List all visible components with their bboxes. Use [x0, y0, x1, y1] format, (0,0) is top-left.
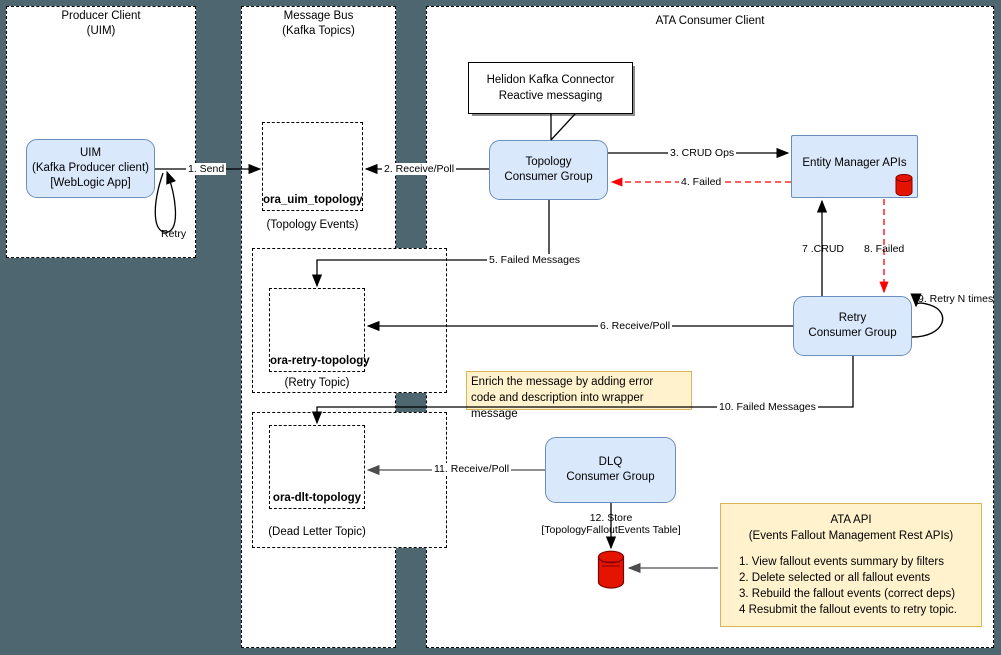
node-retry-consumer-group[interactable]: Retry Consumer Group: [793, 296, 912, 356]
ata-api-item-4: 4 Resubmit the fallout events to retry t…: [739, 604, 957, 616]
node-retry-consumer-line2: Consumer Group: [808, 327, 897, 339]
edge-label-2-receive-poll: 2. Receive/Poll: [382, 163, 457, 175]
node-dlq-consumer-line2: Consumer Group: [566, 471, 655, 483]
topic-label-ora-dlt-topology: ora-dlt-topology: [272, 492, 362, 504]
note-helidon-line1: Helidon Kafka Connector: [486, 74, 615, 86]
edge-label-10-failed-messages: 10. Failed Messages: [717, 401, 818, 413]
node-entity-manager-label: Entity Manager APIs: [802, 157, 907, 169]
edge-label-11-receive-poll: 11. Receive/Poll: [432, 463, 512, 475]
edge-label-7-crud: 7 .CRUD: [802, 243, 845, 255]
topic-subtitle-ora-uim-topology: (Topology Events): [266, 219, 359, 231]
edge-label-1-send: 1. Send: [186, 163, 227, 175]
node-dlq-consumer-line1: DLQ: [598, 456, 623, 468]
note-helidon-line2: Reactive messaging: [498, 90, 603, 102]
node-topology-consumer-group[interactable]: Topology Consumer Group: [489, 140, 608, 200]
database-icon-fallout-events: [597, 550, 625, 589]
note-enrich-line3: message: [471, 408, 518, 420]
lane-ata-consumer-client-title: ATA Consumer Client: [426, 14, 994, 29]
topic-box-ora-retry-topology: ora-retry-topology: [269, 288, 370, 372]
edge-label-12-store-line2: [TopologyFalloutEvents Table]: [541, 524, 681, 536]
node-retry-consumer-line1: Retry: [838, 312, 867, 324]
note-ata-api: ATA API (Events Fallout Management Rest …: [720, 503, 982, 627]
node-uim-line3: [WebLogic App]: [50, 177, 131, 189]
node-topology-consumer-line1: Topology: [525, 156, 572, 168]
node-topology-consumer-line2: Consumer Group: [504, 171, 593, 183]
ata-api-item-3: 3. Rebuild the fallout events (correct d…: [739, 588, 956, 600]
edge-label-12-store: 12. Store [TopologyFalloutEvents Table]: [517, 512, 705, 536]
edge-label-retry-loop: Retry: [161, 228, 187, 240]
topic-subtitle-ora-retry-topology: (Retry Topic): [284, 377, 350, 389]
node-uim[interactable]: UIM (Kafka Producer client) [WebLogic Ap…: [26, 139, 155, 198]
database-icon-entity-manager: [895, 174, 913, 196]
lane-message-bus-title-line2: (Kafka Topics): [282, 25, 355, 37]
edge-label-9-retry-n-times: 9. Retry N times: [918, 293, 994, 305]
node-dlq-consumer-group[interactable]: DLQ Consumer Group: [545, 437, 676, 503]
lane-ata-consumer-client-title-line1: ATA Consumer Client: [655, 15, 765, 27]
edge-label-12-store-line1: 12. Store: [589, 512, 633, 524]
edge-label-4-failed: 4. Failed: [679, 176, 724, 188]
topic-box-ora-dlt-topology: ora-dlt-topology: [269, 425, 365, 509]
lane-message-bus-title-line1: Message Bus: [283, 10, 354, 22]
ata-api-item-1: 1. View fallout events summary by filter…: [739, 556, 944, 568]
lane-message-bus-title: Message Bus (Kafka Topics): [241, 9, 396, 39]
topic-label-ora-uim-topology: ora_uim_topology: [263, 194, 363, 206]
edge-label-6-receive-poll: 6. Receive/Poll: [598, 320, 673, 332]
ata-api-subtitle: (Events Fallout Management Rest APIs): [748, 530, 954, 542]
topic-label-ora-retry-topology: ora-retry-topology: [270, 355, 370, 367]
lane-producer-client-title-line2: (UIM): [86, 25, 116, 37]
dlt-region: [252, 412, 447, 548]
edge-label-8-failed: 8. Failed: [864, 243, 905, 255]
lane-producer-client-title: Producer Client (UIM): [6, 9, 196, 39]
topic-box-ora-uim-topology: ora_uim_topology: [262, 122, 363, 211]
edge-label-5-failed-messages: 5. Failed Messages: [487, 254, 583, 266]
lane-producer-client-title-line1: Producer Client: [61, 10, 141, 22]
node-uim-line1: UIM: [79, 147, 102, 159]
ata-api-title: ATA API: [830, 514, 872, 526]
node-uim-line2: (Kafka Producer client): [32, 162, 149, 174]
lane-producer-client: [6, 6, 196, 258]
note-enrich-line1: Enrich the message by adding error: [471, 376, 654, 388]
ata-api-item-2: 2. Delete selected or all fallout events: [739, 572, 931, 584]
note-enrich-message: Enrich the message by adding error code …: [466, 371, 692, 420]
edge-label-3-crud-ops: 3. CRUD Ops: [668, 147, 737, 159]
note-enrich-line2: code and description into wrapper: [471, 392, 644, 404]
topic-subtitle-ora-dlt-topology: (Dead Letter Topic): [268, 526, 366, 538]
note-helidon-kafka-connector: Helidon Kafka Connector Reactive messagi…: [468, 62, 633, 114]
